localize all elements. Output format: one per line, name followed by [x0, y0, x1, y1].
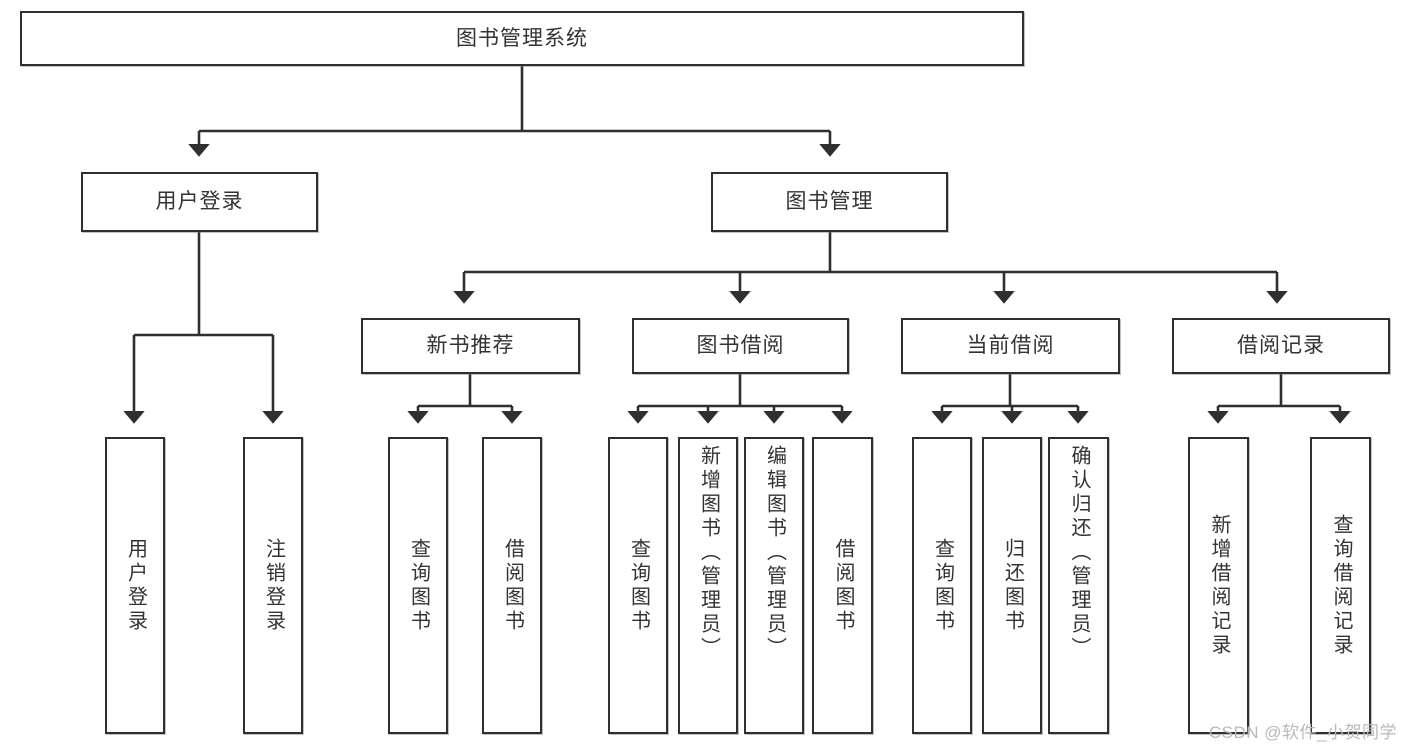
node-new-book-recommend-label: 新书推荐	[426, 334, 515, 358]
leaf-borrow-book-2-label: 借阅图书	[832, 537, 854, 634]
node-book-borrow-label: 图书借阅	[696, 334, 785, 358]
leaf-query-book-1[interactable]: 查询图书	[388, 437, 448, 734]
leaf-query-borrow-record[interactable]: 查询借阅记录	[1310, 437, 1371, 734]
node-user-login-label: 用户登录	[155, 190, 244, 214]
node-root-system[interactable]: 图书管理系统	[20, 11, 1024, 66]
node-current-borrow[interactable]: 当前借阅	[901, 318, 1120, 374]
node-book-borrow[interactable]: 图书借阅	[632, 318, 849, 374]
node-root-label: 图书管理系统	[456, 26, 588, 50]
leaf-add-borrow-record[interactable]: 新增借阅记录	[1188, 437, 1249, 734]
node-book-manage[interactable]: 图书管理	[711, 172, 948, 232]
leaf-query-book-3-label: 查询图书	[931, 537, 954, 634]
leaf-edit-book-admin-label: 编辑图书（管理员）	[763, 445, 786, 661]
leaf-add-book-admin-label: 新增图书（管理员）	[697, 445, 720, 661]
node-book-manage-label: 图书管理	[785, 190, 874, 214]
leaf-borrow-book-1[interactable]: 借阅图书	[482, 437, 542, 734]
leaf-user-login-label: 用户登录	[124, 537, 147, 634]
leaf-user-logout[interactable]: 注销登录	[243, 437, 303, 734]
node-new-book-recommend[interactable]: 新书推荐	[361, 318, 580, 374]
leaf-edit-book-admin[interactable]: 编辑图书（管理员）	[744, 437, 804, 734]
leaf-user-login[interactable]: 用户登录	[105, 437, 165, 734]
leaf-add-borrow-record-label: 新增借阅记录	[1208, 513, 1230, 658]
leaf-query-book-2[interactable]: 查询图书	[608, 437, 668, 734]
watermark-text: CSDN @软件_小贺同学	[1208, 723, 1397, 742]
leaf-confirm-return-admin-label: 确认归还（管理员）	[1068, 445, 1090, 661]
leaf-query-book-2-label: 查询图书	[627, 537, 650, 634]
leaf-return-book-label: 归还图书	[1001, 537, 1024, 634]
leaf-user-logout-label: 注销登录	[262, 537, 285, 634]
leaf-return-book[interactable]: 归还图书	[982, 437, 1042, 734]
leaf-borrow-book-2[interactable]: 借阅图书	[812, 437, 873, 734]
leaf-query-borrow-record-label: 查询借阅记录	[1330, 513, 1352, 658]
leaf-borrow-book-1-label: 借阅图书	[501, 537, 524, 634]
leaf-confirm-return-admin[interactable]: 确认归还（管理员）	[1048, 437, 1109, 734]
node-current-borrow-label: 当前借阅	[966, 334, 1055, 358]
node-borrow-record-label: 借阅记录	[1237, 334, 1325, 358]
node-borrow-record[interactable]: 借阅记录	[1172, 318, 1390, 374]
leaf-add-book-admin[interactable]: 新增图书（管理员）	[678, 437, 738, 734]
leaf-query-book-1-label: 查询图书	[407, 537, 430, 634]
node-user-login[interactable]: 用户登录	[81, 172, 318, 232]
leaf-query-book-3[interactable]: 查询图书	[912, 437, 972, 734]
